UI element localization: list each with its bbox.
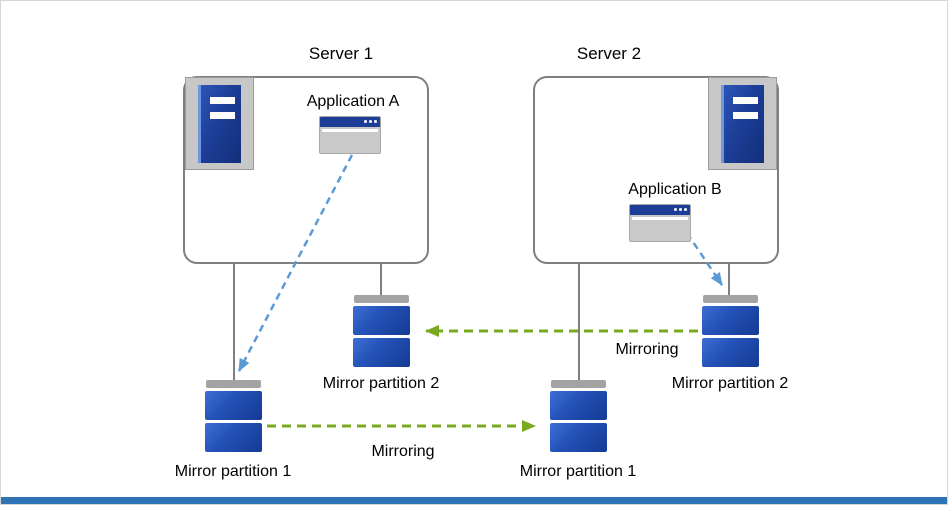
application-b-label: Application B bbox=[628, 181, 722, 198]
disk-segment bbox=[205, 423, 262, 452]
server2-label: Server 2 bbox=[576, 44, 642, 63]
disk-segment bbox=[702, 306, 759, 335]
window-dots bbox=[364, 120, 377, 123]
disk-segment bbox=[205, 391, 262, 420]
server2-tower-icon bbox=[708, 77, 777, 170]
window-dot bbox=[374, 120, 377, 123]
disk-cap bbox=[703, 295, 758, 303]
server-tower bbox=[721, 85, 764, 163]
mirroring-bottom-label: Mirroring bbox=[371, 443, 435, 460]
window-titlebar bbox=[320, 117, 380, 127]
window-dot bbox=[684, 208, 687, 211]
disk-cap bbox=[551, 380, 606, 388]
server1-label: Server 1 bbox=[308, 44, 374, 63]
server-slot bbox=[210, 97, 235, 104]
window-dot bbox=[364, 120, 367, 123]
window-titlebar bbox=[630, 205, 690, 215]
application-b-window-icon bbox=[629, 204, 691, 242]
disk-segment bbox=[353, 338, 410, 367]
disk-cap bbox=[354, 295, 409, 303]
server-slot bbox=[210, 112, 235, 119]
server2-mirror-partition2-icon bbox=[702, 295, 759, 367]
server-slot bbox=[733, 97, 758, 104]
footer-accent-bar bbox=[1, 497, 947, 504]
server-tower bbox=[198, 85, 241, 163]
disk-segment bbox=[353, 306, 410, 335]
window-dot bbox=[674, 208, 677, 211]
window-dots bbox=[674, 208, 687, 211]
mirroring-top-label: Mirroring bbox=[615, 341, 679, 358]
application-a-window-icon bbox=[319, 116, 381, 154]
server1-tower-icon bbox=[185, 77, 254, 170]
server-slot bbox=[733, 112, 758, 119]
server1-mirror-partition1-icon bbox=[205, 380, 262, 452]
server1-mirror-partition2-icon bbox=[353, 295, 410, 367]
server2-mirror-partition1-label: Mirror partition 1 bbox=[519, 463, 637, 480]
disk-cap bbox=[206, 380, 261, 388]
window-stripe bbox=[632, 217, 688, 220]
server1-mirror-partition1-label: Mirror partition 1 bbox=[174, 463, 292, 480]
window-dot bbox=[679, 208, 682, 211]
server2-mirror-partition1-icon bbox=[550, 380, 607, 452]
server1-mirror-partition2-label: Mirror partition 2 bbox=[322, 375, 440, 392]
disk-segment bbox=[550, 423, 607, 452]
window-dot bbox=[369, 120, 372, 123]
server2-mirror-partition2-label: Mirror partition 2 bbox=[671, 375, 789, 392]
window-stripe bbox=[322, 129, 378, 132]
application-a-label: Application A bbox=[306, 93, 400, 110]
disk-segment bbox=[550, 391, 607, 420]
disk-segment bbox=[702, 338, 759, 367]
